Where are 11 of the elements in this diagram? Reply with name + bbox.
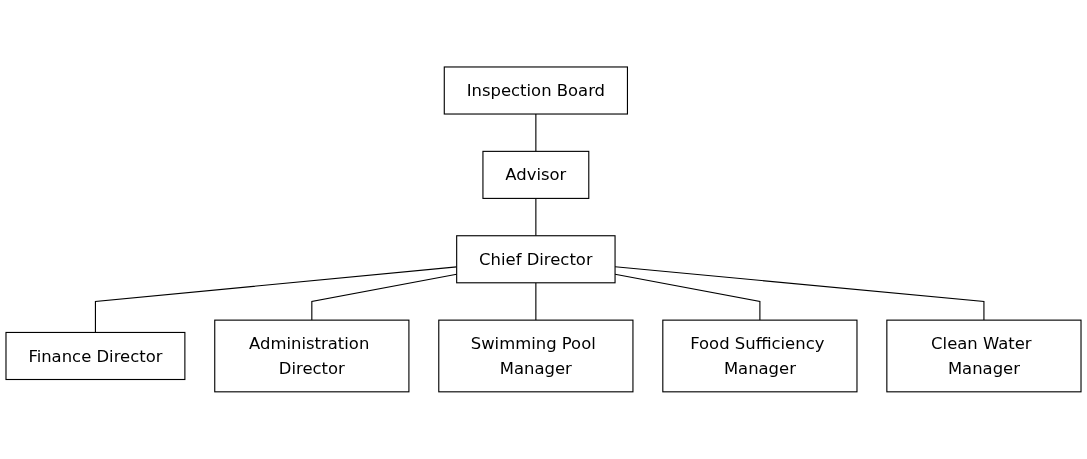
connector	[535, 282, 537, 321]
node-box: Inspection Board	[443, 66, 628, 115]
node-box: Swimming Pool Manager	[438, 319, 634, 393]
node-box: Administration Director	[214, 319, 410, 393]
node-box: Clean Water Manager	[886, 319, 1082, 393]
node-box: Chief Director	[456, 235, 616, 284]
node-box: Food Sufficiency Manager	[662, 319, 858, 393]
node-box: Finance Director	[5, 332, 186, 381]
node-box: Advisor	[482, 150, 590, 200]
connector	[535, 113, 537, 152]
connector	[535, 197, 537, 237]
